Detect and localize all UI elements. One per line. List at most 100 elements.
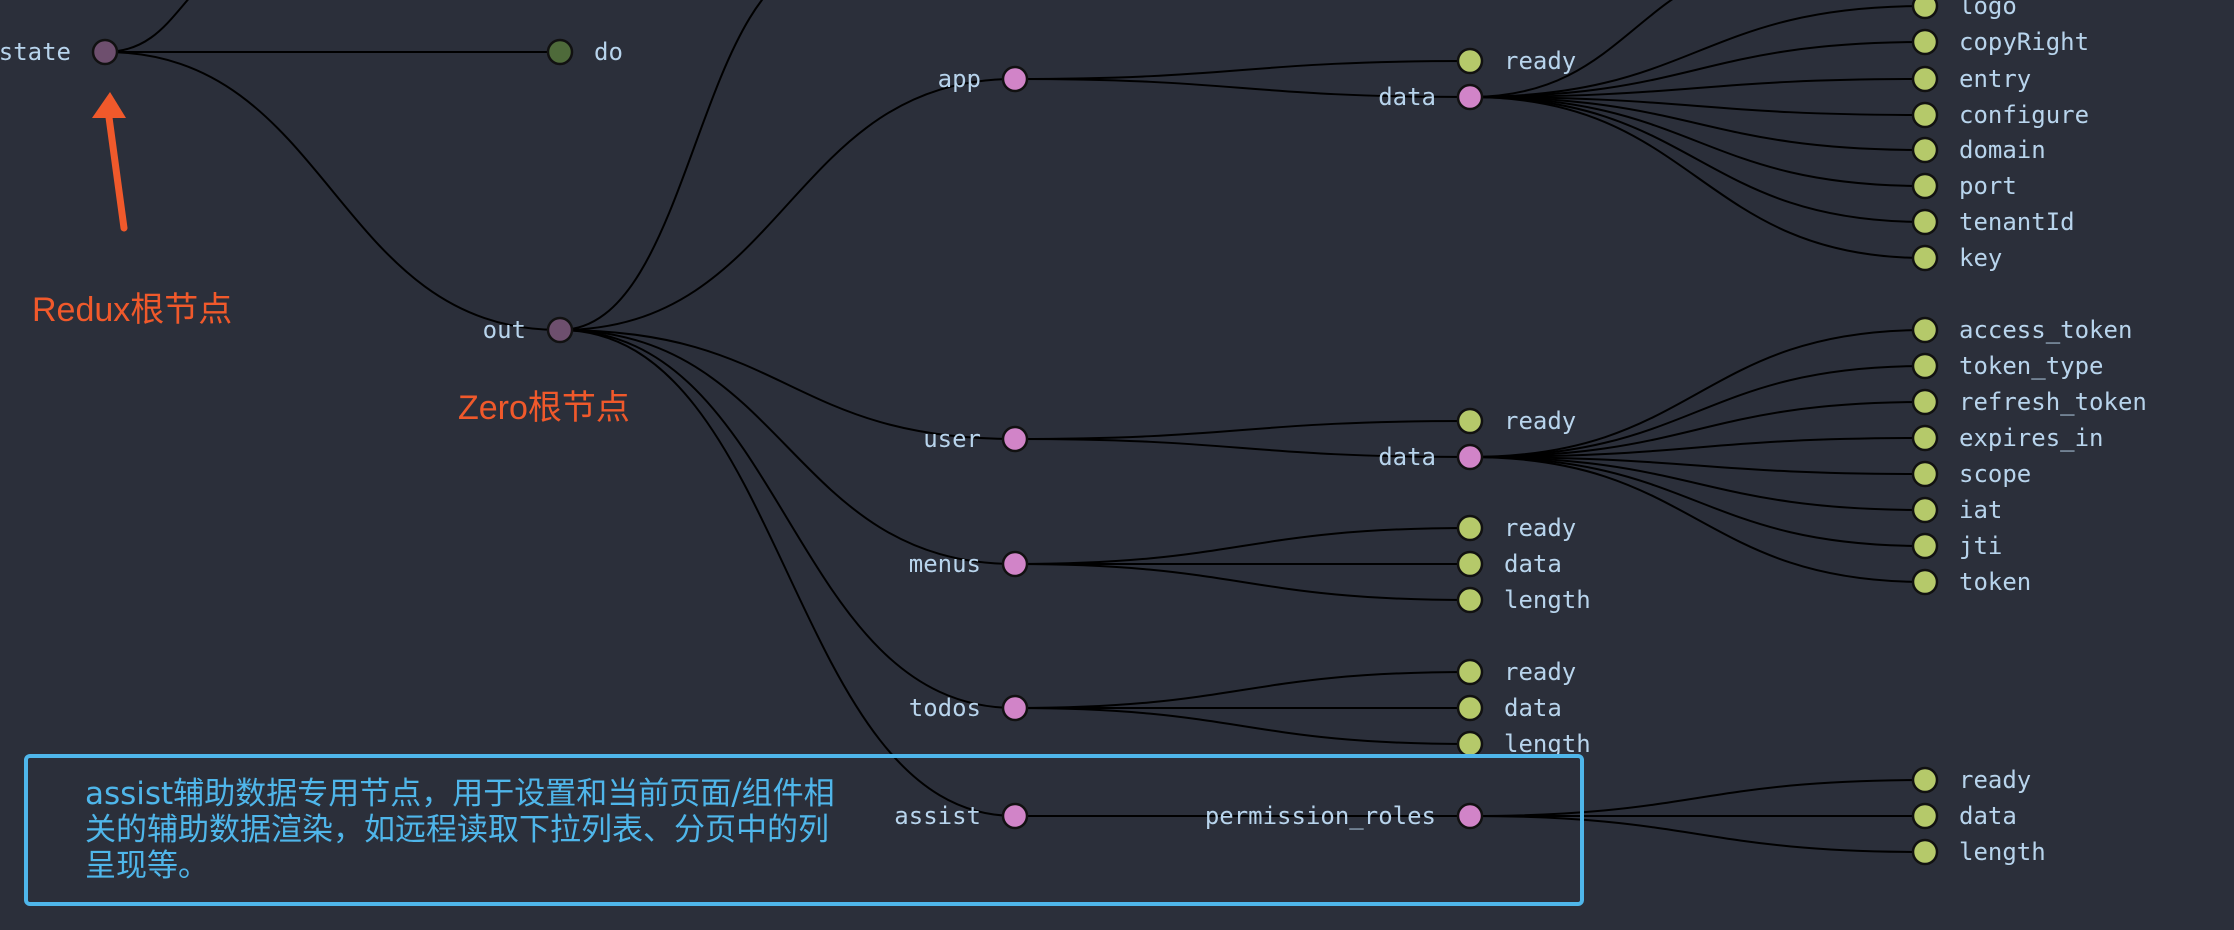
node-menus[interactable]: menus bbox=[909, 550, 1029, 578]
node-circle-icon[interactable] bbox=[1911, 532, 1939, 560]
node-assist-child[interactable]: ready bbox=[1911, 766, 2031, 794]
node-app-field[interactable]: entry bbox=[1911, 65, 2031, 93]
node-circle-icon[interactable] bbox=[546, 38, 574, 66]
node-circle-icon[interactable] bbox=[1911, 172, 1939, 200]
node-circle-icon[interactable] bbox=[1456, 694, 1484, 722]
node-circle-icon[interactable] bbox=[1456, 443, 1484, 471]
node-out[interactable]: out bbox=[483, 316, 574, 344]
node-circle-icon[interactable] bbox=[91, 38, 119, 66]
node-label: assist bbox=[894, 802, 981, 830]
node-do[interactable]: do bbox=[546, 38, 623, 66]
node-circle-icon[interactable] bbox=[1001, 425, 1029, 453]
node-circle-icon[interactable] bbox=[1456, 730, 1484, 758]
node-circle-icon[interactable] bbox=[1001, 694, 1029, 722]
node-circle-icon[interactable] bbox=[1911, 460, 1939, 488]
node-label: do bbox=[594, 38, 623, 66]
node-circle-icon[interactable] bbox=[1911, 766, 1939, 794]
node-circle-icon[interactable] bbox=[1911, 568, 1939, 596]
node-circle-icon[interactable] bbox=[1911, 101, 1939, 129]
node-circle-icon[interactable] bbox=[1911, 496, 1939, 524]
tree-link bbox=[104, 0, 189, 53]
node-circle-icon[interactable] bbox=[1911, 136, 1939, 164]
node-circle-icon[interactable] bbox=[1911, 838, 1939, 866]
node-label: data bbox=[1378, 83, 1436, 111]
node-circle-icon[interactable] bbox=[1456, 586, 1484, 614]
node-assist-child[interactable]: data bbox=[1911, 802, 2017, 830]
node-permission-roles[interactable]: permission_roles bbox=[1205, 802, 1484, 830]
redux-root-annotation: Redux根节点 bbox=[32, 291, 233, 329]
node-app-field[interactable]: key bbox=[1911, 244, 2002, 272]
node-circle-icon[interactable] bbox=[1911, 208, 1939, 236]
node-circle-icon[interactable] bbox=[1911, 316, 1939, 344]
node-circle-icon[interactable] bbox=[1456, 802, 1484, 830]
node-circle-icon[interactable] bbox=[1456, 47, 1484, 75]
node-circle-icon[interactable] bbox=[1456, 407, 1484, 435]
node-app-field[interactable]: logo bbox=[1911, 0, 2017, 20]
node-app[interactable]: app bbox=[938, 65, 1029, 93]
node-user-field[interactable]: expires_in bbox=[1911, 424, 2104, 452]
node-todos-child[interactable]: ready bbox=[1456, 658, 1576, 686]
tree-link bbox=[559, 329, 1016, 709]
node-circle-icon[interactable] bbox=[1911, 65, 1939, 93]
node-circle-icon[interactable] bbox=[1911, 28, 1939, 56]
tree-link bbox=[1469, 329, 1926, 458]
node-assist-child[interactable]: length bbox=[1911, 838, 2046, 866]
node-menus-child[interactable]: data bbox=[1456, 550, 1562, 578]
zero-root-annotation: Zero根节点 bbox=[458, 389, 630, 427]
node-user-field[interactable]: iat bbox=[1911, 496, 2002, 524]
node-user-data[interactable]: data bbox=[1378, 443, 1484, 471]
node-circle-icon[interactable] bbox=[1911, 424, 1939, 452]
tree-link bbox=[559, 329, 1016, 817]
node-app-data[interactable]: data bbox=[1378, 83, 1484, 111]
arrowhead-icon bbox=[92, 92, 126, 118]
node-todos-child[interactable]: data bbox=[1456, 694, 1562, 722]
node-app-ready[interactable]: ready bbox=[1456, 47, 1576, 75]
node-circle-icon[interactable] bbox=[1911, 802, 1939, 830]
node-circle-icon[interactable] bbox=[1456, 83, 1484, 111]
node-label: todos bbox=[909, 694, 981, 722]
node-todos-child[interactable]: length bbox=[1456, 730, 1591, 758]
node-circle-icon[interactable] bbox=[1001, 802, 1029, 830]
tree-links bbox=[104, 0, 1926, 853]
tree-link bbox=[1469, 96, 1926, 116]
tree-link bbox=[104, 51, 561, 331]
node-todos[interactable]: todos bbox=[909, 694, 1029, 722]
node-app-field[interactable]: tenantId bbox=[1911, 208, 2075, 236]
assist-annotation-box bbox=[24, 754, 1584, 906]
node-user-field[interactable]: token_type bbox=[1911, 352, 2104, 380]
node-circle-icon[interactable] bbox=[1911, 0, 1939, 20]
node-menus-child[interactable]: ready bbox=[1456, 514, 1576, 542]
node-assist[interactable]: assist bbox=[894, 802, 1029, 830]
tree-link bbox=[1469, 456, 1926, 547]
tree-link bbox=[1469, 96, 1926, 151]
node-circle-icon[interactable] bbox=[1001, 550, 1029, 578]
node-circle-icon[interactable] bbox=[1911, 388, 1939, 416]
tree-link bbox=[1014, 671, 1471, 709]
node-user-field[interactable]: token bbox=[1911, 568, 2031, 596]
node-circle-icon[interactable] bbox=[1911, 244, 1939, 272]
node-circle-icon[interactable] bbox=[1456, 658, 1484, 686]
node-app-field[interactable]: configure bbox=[1911, 101, 2089, 129]
tree-link bbox=[1014, 420, 1471, 440]
node-user-field[interactable]: scope bbox=[1911, 460, 2031, 488]
node-circle-icon[interactable] bbox=[1456, 514, 1484, 542]
node-app-field[interactable]: domain bbox=[1911, 136, 2046, 164]
node-label: expires_in bbox=[1959, 424, 2104, 452]
node-app-field[interactable]: copyRight bbox=[1911, 28, 2089, 56]
node-label: key bbox=[1959, 244, 2002, 272]
tree-link bbox=[1469, 5, 1926, 98]
node-circle-icon[interactable] bbox=[1456, 550, 1484, 578]
node-app-field[interactable]: port bbox=[1911, 172, 2017, 200]
node-user-ready[interactable]: ready bbox=[1456, 407, 1576, 435]
node-circle-icon[interactable] bbox=[1001, 65, 1029, 93]
node-state[interactable]: state bbox=[0, 38, 119, 66]
node-circle-icon[interactable] bbox=[546, 316, 574, 344]
node-label: access_token bbox=[1959, 316, 2132, 344]
node-user-field[interactable]: jti bbox=[1911, 532, 2002, 560]
node-user-field[interactable]: refresh_token bbox=[1911, 388, 2147, 416]
redux-root-arrow bbox=[92, 92, 128, 232]
node-circle-icon[interactable] bbox=[1911, 352, 1939, 380]
node-menus-child[interactable]: length bbox=[1456, 586, 1591, 614]
node-user[interactable]: user bbox=[923, 425, 1029, 453]
node-user-field[interactable]: access_token bbox=[1911, 316, 2132, 344]
